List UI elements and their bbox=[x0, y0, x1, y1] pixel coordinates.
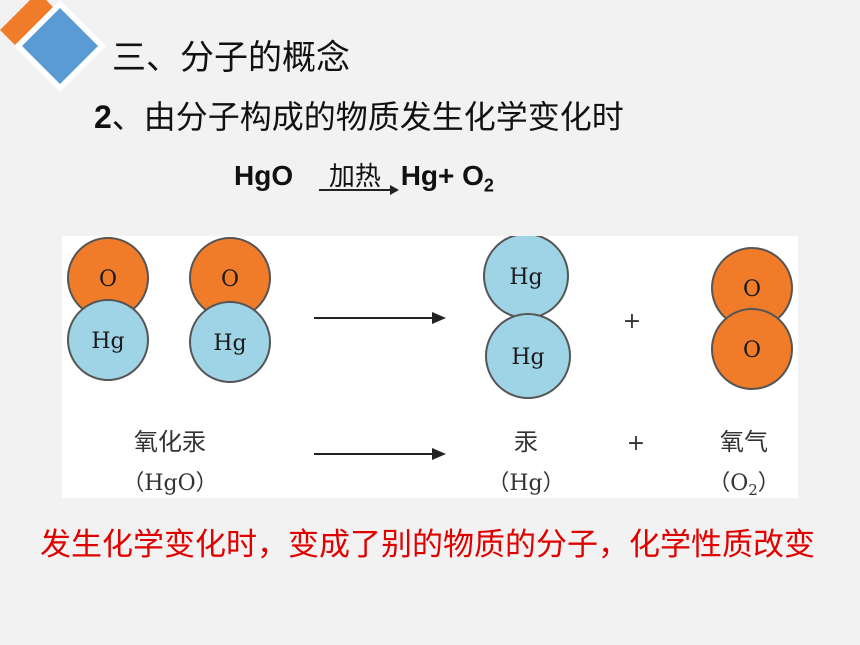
chemical-equation: HgO 加热 Hg+ O2 bbox=[234, 156, 494, 197]
plus-sign: + bbox=[627, 431, 645, 456]
oxygen-atom bbox=[711, 308, 793, 390]
reaction-diagram-panel: O Hg O Hg Hg Hg + O O bbox=[62, 236, 798, 498]
mercury-label: Hg bbox=[509, 265, 542, 290]
subtitle-number: 2 bbox=[94, 99, 112, 135]
oxygen-label: O bbox=[221, 267, 239, 292]
section-subtitle: 2、由分子构成的物质发生化学变化时 bbox=[94, 92, 624, 138]
equation-subscript: 2 bbox=[483, 175, 494, 196]
mercury-label: Hg bbox=[511, 345, 544, 370]
equation-reactant: HgO bbox=[234, 160, 294, 191]
product1-name: 汞 bbox=[514, 428, 538, 456]
condition-text: 加热 bbox=[328, 162, 381, 192]
product2-formula-a: （O bbox=[708, 471, 748, 496]
reactant-formula: （HgO） bbox=[122, 471, 217, 496]
reaction-arrow-icon bbox=[389, 185, 399, 195]
mercury-atom bbox=[67, 299, 149, 381]
subtitle-text: 、由分子构成的物质发生化学变化时 bbox=[111, 98, 624, 136]
mercury-atom bbox=[485, 313, 571, 399]
product2-formula: （O2） bbox=[708, 471, 780, 498]
reaction-diagram: O Hg O Hg Hg Hg + O O bbox=[67, 236, 793, 498]
oxygen-label: O bbox=[99, 267, 117, 292]
equation-products: Hg+ O bbox=[400, 160, 484, 191]
mercury-label: Hg bbox=[91, 329, 124, 354]
mercury-atoms: Hg Hg bbox=[483, 236, 571, 399]
diamond-logo-icon bbox=[0, 0, 106, 92]
conclusion-text: 发生化学变化时，变成了别的物质的分子，化学性质改变 bbox=[40, 527, 815, 563]
hgo-molecule-2: O Hg bbox=[189, 237, 271, 383]
oxygen-label: O bbox=[743, 338, 761, 363]
reaction-arrow-icon bbox=[314, 448, 446, 460]
page-title: 三、分子的概念 bbox=[112, 38, 350, 78]
mercury-atom bbox=[189, 301, 271, 383]
product2-name: 氧气 bbox=[720, 428, 768, 456]
oxygen-molecule: O O bbox=[711, 247, 793, 390]
product2-formula-b: ） bbox=[758, 471, 780, 496]
product1-formula: （Hg） bbox=[487, 471, 564, 496]
plus-sign: + bbox=[623, 309, 641, 334]
reaction-arrow-line bbox=[318, 189, 397, 191]
reactant-name: 氧化汞 bbox=[134, 428, 206, 456]
oxygen-label: O bbox=[743, 277, 761, 302]
product2-formula-sub: 2 bbox=[748, 481, 758, 498]
hgo-molecule-1: O Hg bbox=[67, 237, 149, 381]
mercury-label: Hg bbox=[213, 331, 246, 356]
equation-condition: 加热 bbox=[318, 156, 399, 195]
reaction-arrow-icon bbox=[314, 312, 446, 324]
